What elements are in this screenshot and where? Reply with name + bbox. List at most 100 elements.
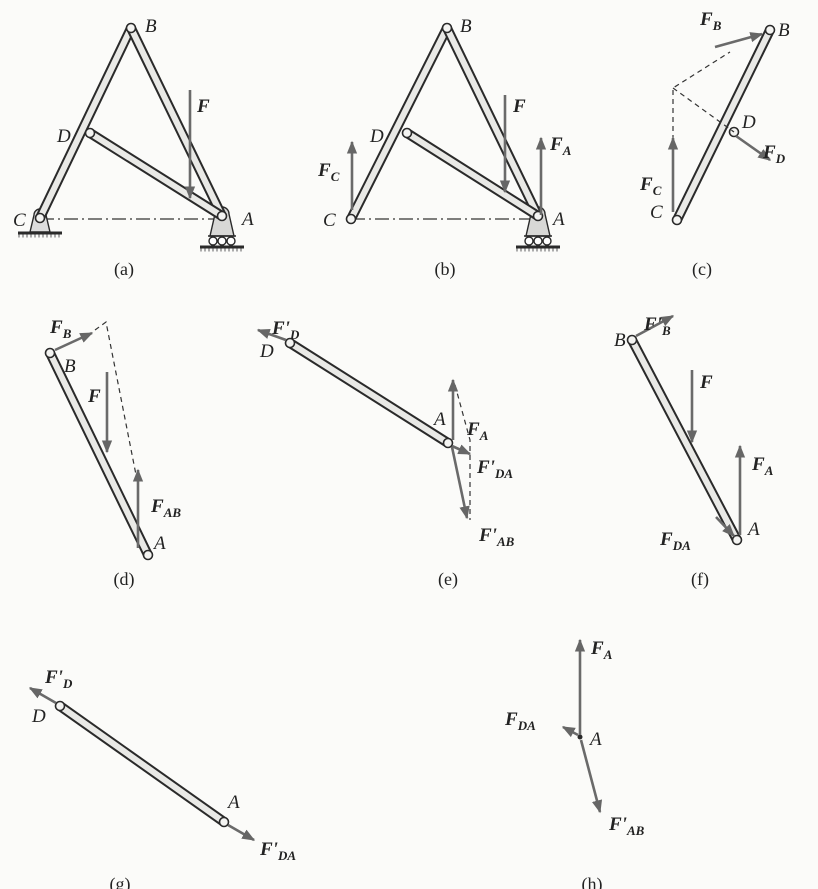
bar-member [402, 128, 543, 221]
point-label-b: B [460, 16, 472, 37]
construction-dashed-line [94, 320, 139, 486]
force-subscript: A [479, 428, 489, 443]
force-symbol: F [639, 174, 653, 195]
bar-body [629, 337, 740, 543]
bar-body [128, 25, 225, 219]
force-label-fpab: F'AB [608, 814, 645, 838]
force-arrow-fpab [579, 739, 603, 814]
force-subscript: C [653, 183, 662, 198]
point-label-d: D [31, 706, 46, 727]
pin-joint [218, 816, 230, 828]
force-symbol: F [466, 419, 480, 440]
pin-joint [401, 127, 413, 139]
force-subscript: B [62, 326, 72, 341]
force-subscript: A [562, 143, 572, 158]
force-symbol: F [504, 709, 518, 730]
roller-wheel [542, 236, 552, 246]
force-subscript: DA [277, 848, 296, 863]
caption-f: (f) [691, 569, 709, 590]
force-symbol: F [49, 317, 63, 338]
bar-member [45, 348, 153, 560]
force-subscript: AB [496, 534, 515, 549]
bar-body [57, 703, 227, 825]
force-label-fpd: F'D [44, 667, 73, 691]
force-arrow-fpab [450, 446, 470, 520]
bar-body [87, 130, 225, 219]
force-symbol: F [317, 160, 331, 181]
point-label-c: C [323, 210, 336, 231]
roller-wheel [208, 236, 218, 246]
point-label-b: B [64, 356, 76, 377]
caption-c: (c) [692, 259, 712, 280]
force-label-fd: FD [762, 142, 786, 166]
force-label-f: F [87, 386, 101, 407]
bar-member [285, 338, 453, 448]
force-symbol: F [699, 9, 713, 30]
force-label-fpab: F'AB [478, 525, 515, 549]
caption-e: (e) [438, 569, 458, 590]
force-label-fb: FB [49, 317, 72, 341]
force-symbol: F [549, 134, 563, 155]
bar-member [126, 23, 227, 221]
force-label-fpd: F'D [271, 318, 300, 342]
pin-joint [44, 347, 56, 359]
pin-joint [54, 700, 66, 712]
bar-body [348, 25, 450, 222]
bar-body [444, 25, 541, 219]
bar-member [35, 23, 136, 223]
pin-joint [671, 214, 683, 226]
construction-dashed-line [454, 384, 471, 520]
pin-joint [442, 437, 454, 449]
bar-body [674, 27, 773, 223]
force-arrow-fpda [451, 444, 472, 456]
roller-wheel [524, 236, 534, 246]
bar-body [287, 340, 451, 446]
force-label-f: F [196, 96, 210, 117]
force-label-fda: FDA [659, 529, 691, 553]
point-label-a: A [152, 533, 166, 554]
force-subscript: DA [672, 538, 691, 553]
caption-b: (b) [435, 259, 456, 280]
force-symbol: F' [476, 457, 495, 478]
force-subscript: A [764, 463, 774, 478]
point-label-b: B [145, 16, 157, 37]
force-label-fa: FA [549, 134, 572, 158]
force-symbol: F [590, 638, 604, 659]
force-label-fa: FA [590, 638, 613, 662]
force-arrow-fpd [28, 686, 57, 705]
force-label-f: F [512, 96, 526, 117]
point-label-a: A [240, 209, 254, 230]
force-arrow-fda [715, 516, 735, 537]
point-label-d: D [56, 126, 71, 147]
force-symbol: F' [44, 667, 63, 688]
bar-body [404, 130, 541, 219]
force-symbol: F [699, 372, 713, 393]
force-subscript: D [62, 676, 73, 691]
force-label-fa: FA [466, 419, 489, 443]
force-subscript: DA [517, 718, 536, 733]
point-label-c: C [13, 210, 26, 231]
force-symbol: F [196, 96, 210, 117]
point-label-a: A [588, 729, 602, 750]
pin-joint [142, 549, 154, 561]
pin-joint [626, 334, 638, 346]
bar-body [47, 350, 151, 558]
construction-dashed-line [672, 87, 735, 133]
force-subscript: B [661, 323, 671, 338]
roller-support [200, 206, 244, 252]
force-symbol: F' [271, 318, 290, 339]
force-symbol: F' [259, 839, 278, 860]
pin-joint [125, 22, 137, 34]
force-label-fa: FA [751, 454, 774, 478]
bar-member [442, 23, 543, 221]
force-symbol: F [751, 454, 765, 475]
force-subscript: AB [626, 823, 645, 838]
pin-joint [764, 24, 776, 36]
force-label-fab: FAB [150, 496, 181, 520]
force-label-fb: FB [699, 9, 722, 33]
force-label-fda: FDA [504, 709, 536, 733]
point-label-b: B [614, 330, 626, 351]
point-label-a: A [432, 409, 446, 430]
pin-joint [731, 534, 743, 546]
